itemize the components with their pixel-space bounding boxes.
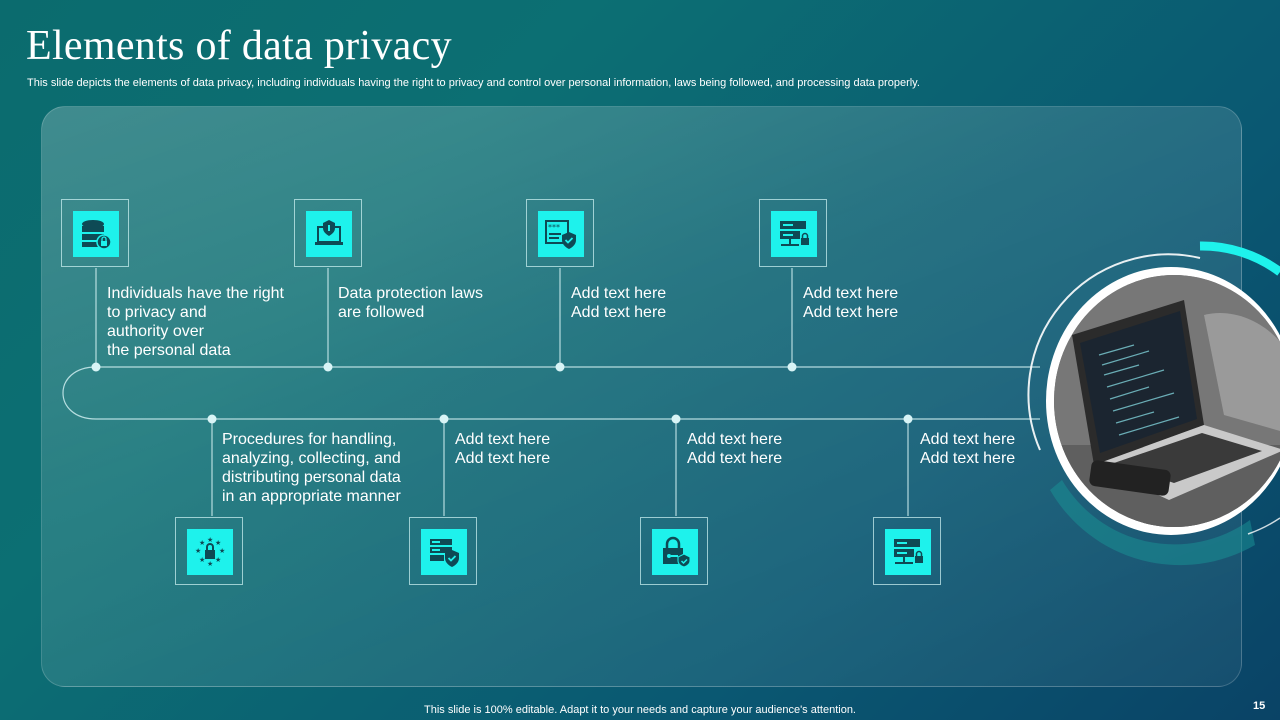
- timeline-dot: [555, 362, 565, 372]
- server-lock-icon-tile: [873, 517, 941, 585]
- database-lock-icon: [82, 220, 112, 250]
- timeline-dot: [439, 414, 449, 424]
- bottom-item-text: Add text here Add text here: [455, 431, 551, 467]
- bottom-item-text: Procedures for handling, analyzing, coll…: [222, 431, 401, 505]
- svg-text:★: ★: [199, 539, 205, 547]
- server-lock-icon: [780, 221, 809, 246]
- timeline-dot: [903, 414, 913, 424]
- decorative-arc: [1247, 517, 1280, 535]
- slide-title: Elements of data privacy: [26, 23, 452, 69]
- svg-text:***: ***: [548, 223, 560, 232]
- svg-text:★: ★: [215, 556, 221, 564]
- top-item-text: Data protection laws are followed: [338, 285, 483, 321]
- eu-stars-lock-icon-tile: ★★★ ★★★ ★★: [175, 517, 243, 585]
- top-item-text: Individuals have the right to privacy an…: [107, 285, 284, 359]
- page-number: 15: [1253, 700, 1266, 712]
- eu-stars-lock-icon: ★★★ ★★★ ★★: [195, 536, 225, 568]
- decorative-arc: [1050, 480, 1255, 566]
- bottom-item-text: Add text here Add text here: [687, 431, 783, 467]
- laptop-photo: [1054, 275, 1280, 527]
- password-shield-icon-tile: ***: [526, 199, 594, 267]
- bottom-item-text: Add text here Add text here: [920, 431, 1016, 467]
- timeline-dot: [787, 362, 797, 372]
- laptop-shield-icon: [315, 220, 343, 245]
- svg-text:★: ★: [207, 560, 213, 568]
- laptop-shield-icon-tile: [294, 199, 362, 267]
- decorative-arc: [1027, 253, 1201, 451]
- svg-text:★: ★: [207, 536, 213, 544]
- password-shield-icon: ***: [545, 220, 576, 249]
- timeline-dot: [671, 414, 681, 424]
- lock-shield-icon: [663, 536, 691, 568]
- decorative-arc: [1199, 241, 1280, 276]
- content-panel: [41, 106, 1242, 687]
- svg-text:★: ★: [199, 556, 205, 564]
- top-item-text: Add text here Add text here: [803, 285, 899, 321]
- server-shield-icon-tile: [409, 517, 477, 585]
- server-lock-icon: [894, 539, 923, 564]
- server-lock-icon-tile: [759, 199, 827, 267]
- lock-shield-icon-tile: [640, 517, 708, 585]
- timeline-dot: [323, 362, 333, 372]
- database-lock-icon-tile: [61, 199, 129, 267]
- timeline-track: [62, 366, 1040, 420]
- timeline-dot: [91, 362, 101, 372]
- svg-text:★: ★: [215, 539, 221, 547]
- server-shield-icon: [430, 539, 459, 567]
- svg-text:★: ★: [195, 547, 201, 555]
- slide-footer: This slide is 100% editable. Adapt it to…: [424, 704, 856, 716]
- timeline-dot: [207, 414, 217, 424]
- svg-text:★: ★: [219, 547, 225, 555]
- top-item-text: Add text here Add text here: [571, 285, 667, 321]
- slide-subtitle: This slide depicts the elements of data …: [27, 77, 920, 89]
